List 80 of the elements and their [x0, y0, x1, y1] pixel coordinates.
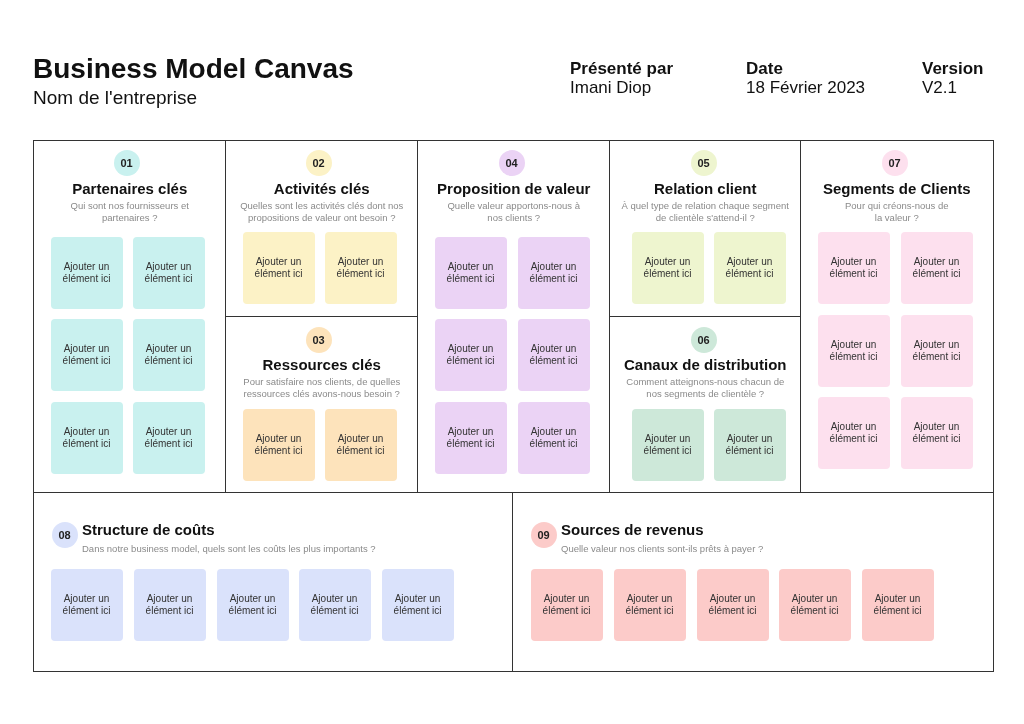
- section-heading: Proposition de valeur: [437, 180, 591, 198]
- sticky-note: Ajouter un élément ici: [517, 401, 590, 474]
- section-question: Quelles sont les activités clés dont nos propositions de valeur ont besoin ?: [239, 200, 405, 224]
- number-badge: 07: [881, 149, 908, 176]
- sticky-note: Ajouter un élément ici: [132, 318, 205, 391]
- section-heading: Relation client: [654, 180, 757, 198]
- sticky-note: Ajouter un élément ici: [242, 408, 315, 481]
- subtitle: Nom de l'entreprise: [33, 88, 198, 109]
- sticky-note: Ajouter un élément ici: [517, 318, 590, 391]
- sticky-note: Ajouter un élément ici: [434, 401, 507, 474]
- field-label: Date: [746, 60, 783, 79]
- sticky-note: Ajouter un élément ici: [713, 408, 786, 481]
- sticky-note: Ajouter un élément ici: [778, 568, 851, 641]
- sticky-note: Ajouter un élément ici: [133, 568, 206, 641]
- sticky-note: Ajouter un élément ici: [631, 408, 704, 481]
- sticky-note: Ajouter un élément ici: [434, 236, 507, 309]
- section-question: Pour qui créons-nous de la valeur ?: [844, 200, 950, 224]
- number-badge: 06: [690, 326, 717, 353]
- section-question: Qui sont nos fournisseurs et partenaires ?: [69, 200, 190, 224]
- sticky-note: Ajouter un élément ici: [324, 408, 397, 481]
- number-badge: 01: [113, 149, 140, 176]
- field-value: V2.1: [922, 79, 957, 98]
- sticky-note: Ajouter un élément ici: [434, 318, 507, 391]
- sticky-note: Ajouter un élément ici: [324, 231, 397, 304]
- section-heading: Structure de coûts: [82, 521, 215, 539]
- number-badge: 02: [305, 149, 332, 176]
- sticky-note: Ajouter un élément ici: [861, 568, 934, 641]
- sticky-note: Ajouter un élément ici: [216, 568, 289, 641]
- section-heading: Ressources clés: [262, 356, 381, 374]
- section-heading: Segments de Clients: [823, 180, 971, 198]
- sticky-note: Ajouter un élément ici: [613, 568, 686, 641]
- section-heading: Partenaires clés: [72, 180, 188, 198]
- sticky-note: Ajouter un élément ici: [50, 401, 123, 474]
- sticky-note: Ajouter un élément ici: [817, 314, 890, 387]
- sticky-note: Ajouter un élément ici: [530, 568, 603, 641]
- sticky-note: Ajouter un élément ici: [713, 231, 786, 304]
- sticky-note: Ajouter un élément ici: [631, 231, 704, 304]
- section-question: Quelle valeur apportons-nous à nos clients ?: [446, 200, 582, 224]
- section-question: À quel type de relation chaque segment de clientèle s'attend-il ?: [620, 200, 790, 224]
- canvas-section: [800, 140, 994, 494]
- sticky-note: Ajouter un élément ici: [50, 236, 123, 309]
- number-badge: 05: [690, 149, 717, 176]
- field-value: Imani Diop: [570, 79, 652, 98]
- number-badge: 04: [498, 149, 525, 176]
- number-badge: 09: [530, 521, 557, 548]
- sticky-note: Ajouter un élément ici: [817, 396, 890, 469]
- field-label: Présenté par: [570, 60, 673, 79]
- field-value: 18 Février 2023: [746, 79, 866, 98]
- canvas-section: [225, 316, 419, 494]
- section-question: Quelle valeur nos clients sont-ils prêts à payer ?: [561, 543, 764, 555]
- canvas-section: [33, 140, 227, 494]
- sticky-note: Ajouter un élément ici: [900, 231, 973, 304]
- canvas-section: [609, 316, 802, 494]
- canvas-section: [609, 140, 802, 318]
- canvas-section: [225, 140, 419, 318]
- number-badge: 08: [51, 521, 78, 548]
- sticky-note: Ajouter un élément ici: [900, 314, 973, 387]
- section-question: Pour satisfaire nos clients, de quelles ressources clés avons-nous besoin ?: [242, 376, 402, 400]
- sticky-note: Ajouter un élément ici: [900, 396, 973, 469]
- sticky-note: Ajouter un élément ici: [132, 401, 205, 474]
- sticky-note: Ajouter un élément ici: [817, 231, 890, 304]
- canvas-section: [33, 492, 514, 672]
- section-heading: Canaux de distribution: [624, 356, 787, 374]
- field-label: Version: [922, 60, 984, 79]
- sticky-note: Ajouter un élément ici: [298, 568, 371, 641]
- diagram-title: Business Model Canvas: [33, 54, 354, 85]
- sticky-note: Ajouter un élément ici: [50, 568, 123, 641]
- canvas-section: [417, 140, 611, 494]
- section-heading: Sources de revenus: [561, 521, 704, 539]
- section-heading: Activités clés: [273, 180, 370, 198]
- sticky-note: Ajouter un élément ici: [50, 318, 123, 391]
- sticky-note: Ajouter un élément ici: [696, 568, 769, 641]
- section-question: Comment atteignons-nous chacun de nos segments de clientèle ?: [625, 376, 786, 400]
- section-question: Dans notre business model, quels sont les coûts les plus importants ?: [82, 543, 376, 555]
- sticky-note: Ajouter un élément ici: [381, 568, 454, 641]
- sticky-note: Ajouter un élément ici: [242, 231, 315, 304]
- sticky-note: Ajouter un élément ici: [132, 236, 205, 309]
- canvas-section: [512, 492, 994, 672]
- number-badge: 03: [305, 326, 332, 353]
- sticky-note: Ajouter un élément ici: [517, 236, 590, 309]
